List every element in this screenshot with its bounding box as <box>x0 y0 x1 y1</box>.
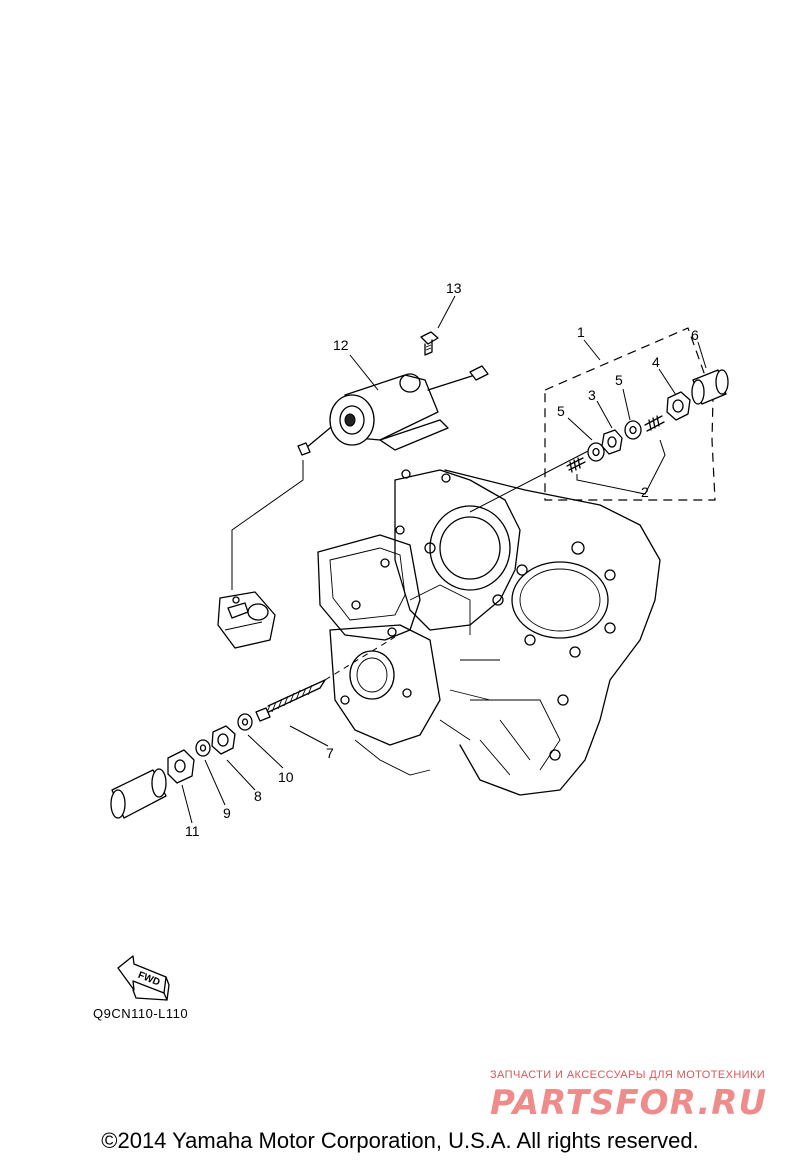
callout-10: 10 <box>278 769 294 785</box>
callout-7: 7 <box>326 745 334 761</box>
copyright-notice: ©2014 Yamaha Motor Corporation, U.S.A. A… <box>101 1128 699 1153</box>
adjuster-assembly <box>110 636 396 819</box>
callout-12: 12 <box>333 337 349 353</box>
callout-3: 3 <box>588 387 596 403</box>
item-2-bracket <box>576 439 666 495</box>
callout-leaders <box>181 295 707 824</box>
stop-solenoid <box>297 365 489 456</box>
callout-6: 6 <box>691 327 699 343</box>
callout-2: 2 <box>641 484 649 500</box>
callout-11: 11 <box>185 823 200 839</box>
fwd-arrow-icon: FWD <box>117 955 170 1001</box>
callout-13: 13 <box>446 280 462 296</box>
kit-box <box>544 327 716 501</box>
callout-9: 9 <box>223 805 231 821</box>
engine-block <box>317 469 661 796</box>
diagram-code: Q9CN110-L110 <box>93 1006 189 1021</box>
callout-5b: 5 <box>615 372 623 388</box>
callout-1: 1 <box>577 324 585 340</box>
kit-parts <box>566 369 729 473</box>
callout-8: 8 <box>254 788 262 804</box>
callout-4: 4 <box>652 354 660 370</box>
kit-leader <box>469 449 591 513</box>
bolt <box>420 331 439 356</box>
callout-5a: 5 <box>557 403 565 419</box>
governor-bracket <box>217 591 276 649</box>
watermark-tagline: ЗАПЧАСТИ И АКСЕССУАРЫ ДЛЯ МОТОТЕХНИКИ <box>490 1069 766 1081</box>
watermark-logo: PARTSFOR.RU <box>490 1083 768 1123</box>
linkage-rod <box>231 460 304 590</box>
